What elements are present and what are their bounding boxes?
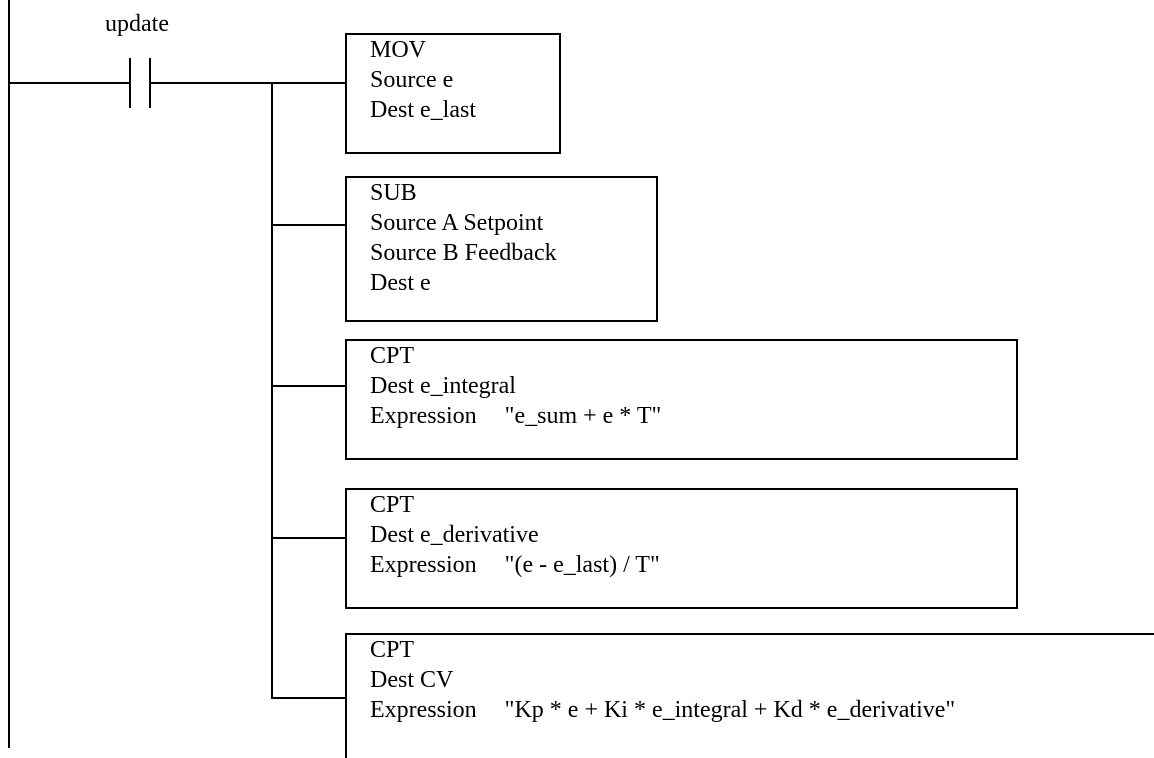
branch-wire-cpt-derivative — [271, 537, 345, 539]
param-key: Source A — [370, 210, 458, 236]
param-key: Dest — [370, 522, 414, 548]
contact-tag-label: update — [105, 11, 169, 37]
param-key: Source B — [370, 240, 459, 266]
instruction-param-row: Dest e — [370, 268, 656, 298]
param-key: Source — [370, 67, 437, 93]
param-value: "e_sum + e * T" — [504, 403, 662, 429]
instruction-opcode: MOV — [370, 37, 427, 63]
instruction-opcode: SUB — [370, 180, 417, 206]
instruction-param-row: Expression "Kp * e + Ki * e_integral + Kd… — [370, 695, 1154, 725]
param-key: Dest — [370, 97, 414, 123]
instruction-opcode: CPT — [370, 637, 415, 663]
param-value: "(e - e_last) / T" — [504, 552, 660, 578]
param-value: Setpoint — [463, 210, 544, 236]
param-key: Dest — [370, 667, 414, 693]
param-key: Expression — [370, 697, 477, 723]
instruction-param-row: Expression "(e - e_last) / T" — [370, 550, 1016, 580]
param-value: e_last — [420, 97, 476, 123]
branch-wire-sub — [271, 224, 345, 226]
param-key: Expression — [370, 552, 477, 578]
instruction-param-row: Expression "e_sum + e * T" — [370, 401, 1016, 431]
param-value: e_derivative — [420, 522, 539, 548]
contact-left-plate — [129, 58, 131, 108]
instruction-param-row: Dest e_derivative — [370, 520, 1016, 550]
cpt-output-instruction-block[interactable]: CPT Dest CV Expression "Kp * e + Ki * e_i… — [345, 633, 1154, 758]
instruction-param-row: Dest CV — [370, 665, 1154, 695]
branch-wire-cpt-integral — [271, 385, 345, 387]
cpt-integral-instruction-block[interactable]: CPT Dest e_integral Expression "e_sum + e… — [345, 339, 1018, 460]
left-power-rail — [8, 0, 10, 748]
param-value: Feedback — [464, 240, 557, 266]
rung-wire-right — [149, 82, 272, 84]
rung-wire-left — [8, 82, 130, 84]
param-key: Expression — [370, 403, 477, 429]
param-value: e — [420, 270, 431, 296]
instruction-opcode: CPT — [370, 492, 415, 518]
sub-instruction-block[interactable]: SUB Source A Setpoint Source B Feedback … — [345, 176, 658, 322]
param-value: e — [442, 67, 454, 93]
instruction-param-row: Dest e_integral — [370, 371, 1016, 401]
instruction-opcode: CPT — [370, 343, 415, 369]
cpt-derivative-instruction-block[interactable]: CPT Dest e_derivative Expression "(e - e_… — [345, 488, 1018, 609]
param-value: e_integral — [420, 373, 516, 399]
instruction-param-row: Source e — [370, 65, 559, 95]
param-value: CV — [420, 667, 454, 693]
branch-rail — [271, 82, 273, 698]
param-value: "Kp * e + Ki * e_integral + Kd * e_deriv… — [504, 697, 956, 723]
param-key: Dest — [370, 270, 414, 296]
instruction-param-row: Dest e_last — [370, 95, 559, 125]
branch-wire-cpt-output — [271, 697, 345, 699]
mov-instruction-block[interactable]: MOV Source e Dest e_last — [345, 33, 561, 154]
instruction-param-row: Source B Feedback — [370, 238, 656, 268]
instruction-param-row: Source A Setpoint — [370, 208, 656, 238]
param-key: Dest — [370, 373, 414, 399]
branch-wire-mov — [271, 82, 345, 84]
